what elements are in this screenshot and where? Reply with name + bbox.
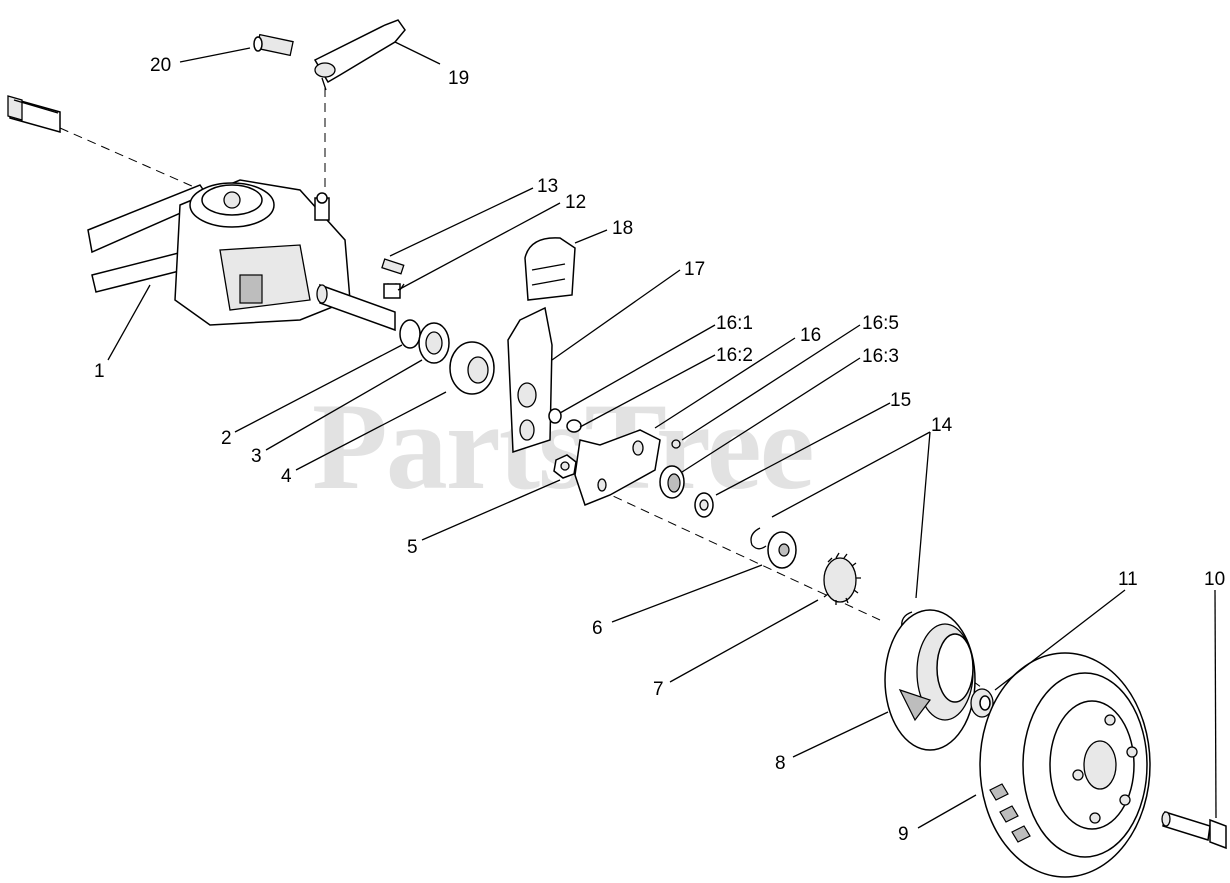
callout-16-3: 16:3 (862, 346, 899, 367)
ball-16-5 (671, 439, 681, 449)
axle-bolt-10 (1161, 811, 1227, 850)
callout-4: 4 (281, 466, 292, 487)
pin-16-2 (566, 419, 582, 433)
pinion-gear-7 (823, 552, 861, 605)
washer-gear (767, 531, 797, 569)
washer-15 (694, 492, 714, 518)
drive-shaft (7, 95, 61, 133)
callout-12: 12 (565, 192, 586, 213)
transmission-gearbox (174, 179, 351, 326)
callout-9: 9 (898, 824, 909, 845)
callout-16-5: 16:5 (862, 313, 899, 334)
callout-1: 1 (94, 361, 105, 382)
lever-pin (253, 33, 294, 57)
bearing-16-3 (659, 465, 685, 499)
nut-5 (553, 454, 577, 479)
adjuster-bracket-16 (574, 429, 661, 506)
callout-8: 8 (775, 753, 786, 774)
bracket-plate-17 (507, 306, 553, 454)
callout-labels: 20 19 1 2 3 4 5 6 7 8 9 10 11 12 13 14 1… (94, 55, 1225, 845)
callout-14: 14 (931, 415, 953, 436)
callout-3: 3 (251, 446, 262, 467)
retaining-ring (399, 319, 421, 349)
callout-6: 6 (592, 618, 603, 639)
shift-lever (313, 19, 406, 91)
output-shaft (316, 283, 396, 332)
callout-7: 7 (653, 679, 664, 700)
callout-11: 11 (1118, 569, 1138, 590)
washer-3 (418, 322, 450, 364)
callout-10: 10 (1204, 569, 1225, 590)
callout-19: 19 (448, 68, 469, 89)
watermark: PartsTree (312, 378, 813, 515)
key (381, 258, 405, 275)
bushing-11 (970, 688, 994, 718)
bushing-4 (449, 341, 495, 395)
callout-20: 20 (150, 55, 171, 76)
callout-16-1: 16:1 (716, 313, 753, 334)
callout-18: 18 (612, 218, 633, 239)
wheel-gear-8 (884, 609, 976, 751)
wheel-9 (979, 652, 1151, 878)
e-clip-14a (750, 527, 767, 550)
callout-13: 13 (537, 176, 558, 197)
callout-16: 16 (800, 325, 821, 346)
callout-17: 17 (684, 259, 705, 280)
pin-16-1 (548, 408, 562, 424)
spring (383, 282, 405, 299)
callout-2: 2 (221, 428, 232, 449)
callout-15: 15 (890, 390, 911, 411)
cover-18 (524, 237, 576, 301)
callout-16-2: 16:2 (716, 345, 753, 366)
callout-5: 5 (407, 537, 418, 558)
leader-lines (107, 41, 1217, 829)
